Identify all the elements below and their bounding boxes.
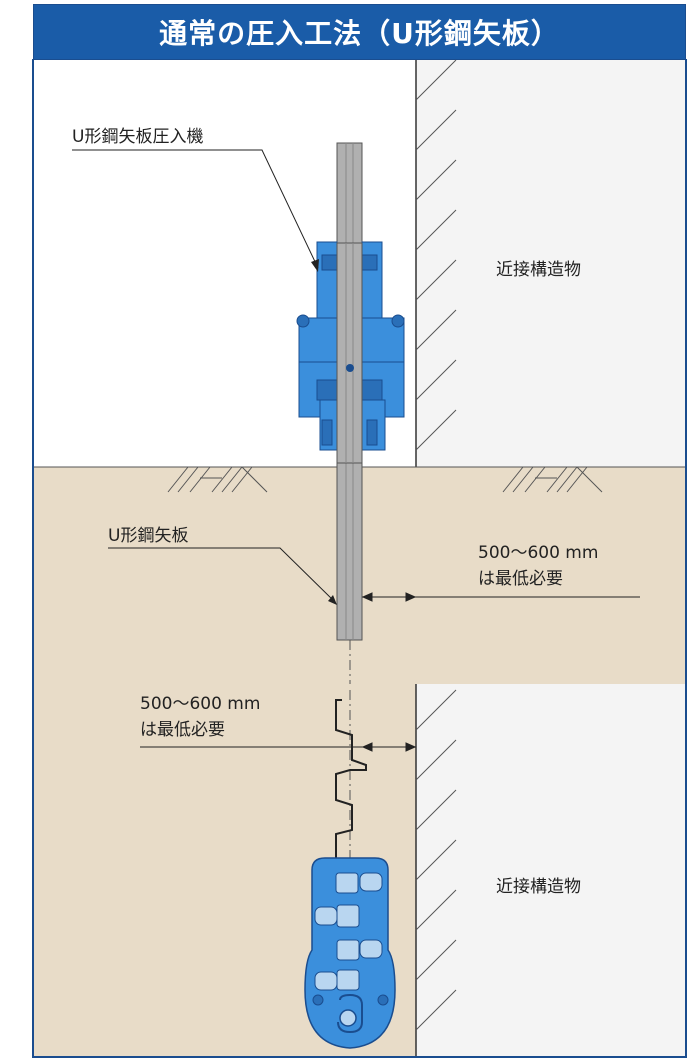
distance-dimension-bottom [140, 742, 417, 752]
label-distance-top-line1: 500〜600 mm [478, 543, 598, 563]
distance-dimension-top [361, 592, 640, 602]
label-distance-top-line2: は最低必要 [478, 569, 563, 589]
ground-symbol-left [167, 466, 268, 493]
leader-sheet-pile-arrow [328, 595, 337, 605]
title-bar: 通常の圧入工法（U形鋼矢板） [33, 4, 686, 60]
ground-symbol-right [502, 466, 603, 493]
label-sheet-pile: U形鋼矢板 [108, 526, 188, 546]
label-distance-bottom-line2: は最低必要 [140, 720, 225, 740]
label-distance-bottom-line1: 500〜600 mm [140, 694, 260, 714]
leader-machine [72, 149, 319, 269]
label-machine: U形鋼矢板圧入機 [72, 127, 203, 147]
label-structure-bottom: 近接構造物 [496, 877, 581, 897]
page-title: 通常の圧入工法（U形鋼矢板） [159, 17, 560, 50]
adjacent-structure-top [416, 60, 685, 467]
structure-hatch-bottom [415, 689, 457, 1031]
adjacent-structure-bottom [416, 684, 685, 1056]
press-in-machine-plan [304, 857, 396, 1049]
press-in-machine-elevation [296, 241, 405, 464]
structure-hatch-top [415, 59, 457, 451]
label-structure-top: 近接構造物 [496, 260, 581, 280]
leader-machine-arrow [311, 259, 319, 272]
leader-sheet-pile [108, 547, 336, 603]
